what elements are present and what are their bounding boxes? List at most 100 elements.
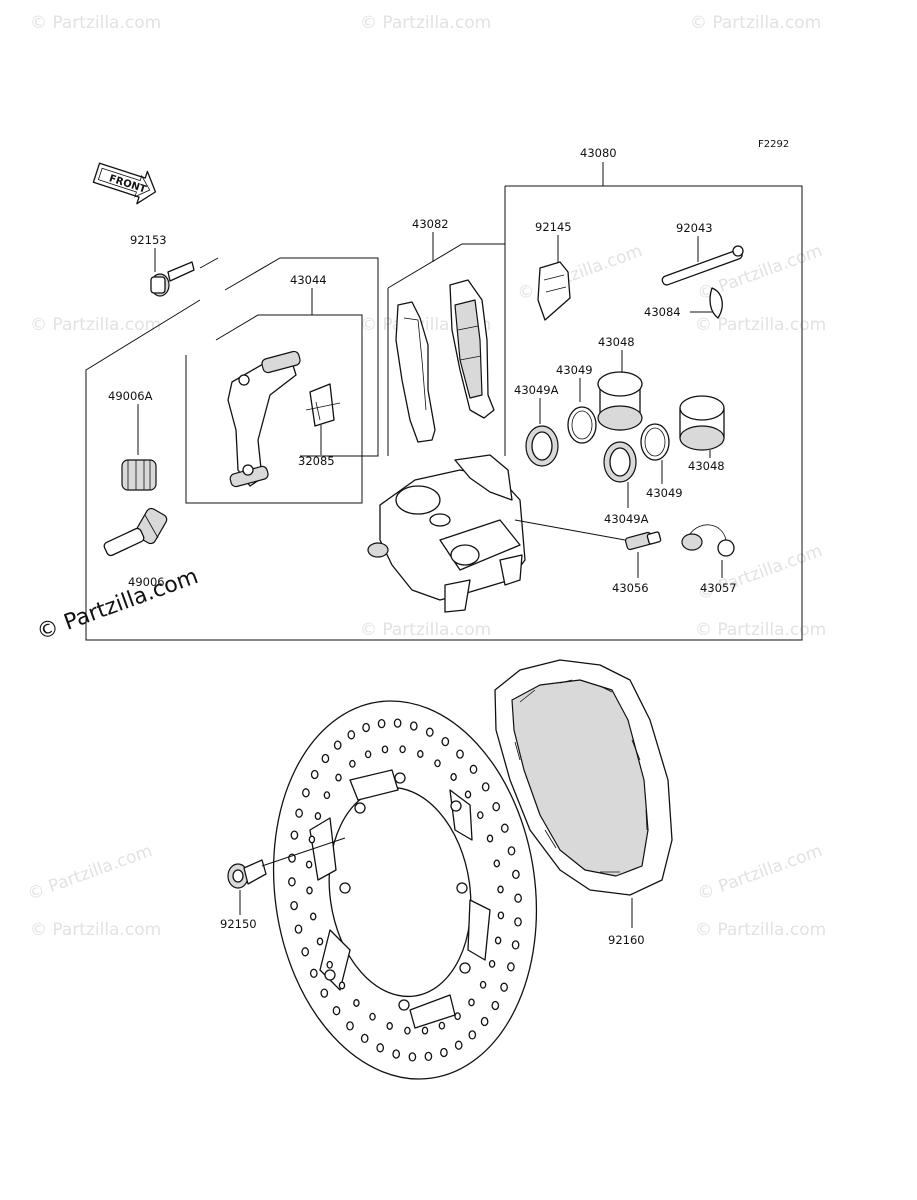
callout-43049A-bottom: 43049A: [604, 512, 649, 526]
vent-hole: [332, 1006, 341, 1016]
seal-43049-bottom-icon: [640, 423, 670, 461]
vent-hole: [408, 1052, 417, 1062]
vent-hole: [360, 1033, 369, 1044]
vent-hole: [309, 912, 317, 921]
vent-hole: [512, 869, 520, 880]
vent-hole: [497, 911, 505, 920]
callout-92160: 92160: [608, 933, 645, 947]
vent-hole: [497, 885, 504, 894]
watermark: © Partzilla.com: [360, 13, 491, 33]
vent-hole: [294, 924, 303, 934]
vent-hole: [468, 1030, 477, 1040]
vent-hole: [456, 749, 464, 759]
figure-code: F2292: [758, 139, 789, 150]
vent-hole: [362, 722, 370, 733]
vent-hole: [306, 886, 313, 895]
watermark-large: © Partzilla.com: [34, 564, 202, 646]
vent-hole: [310, 769, 319, 780]
vent-hole: [507, 846, 516, 856]
disc-bolt-92150-icon: [227, 859, 267, 889]
vent-hole: [479, 980, 487, 989]
vent-hole: [500, 823, 509, 833]
vent-hole: [399, 745, 406, 754]
callout-43056: 43056: [612, 581, 649, 595]
watermark: © Partzilla.com: [25, 841, 155, 905]
vent-hole: [369, 1012, 376, 1021]
vent-hole: [514, 917, 522, 927]
vent-hole: [333, 740, 342, 750]
watermark: © Partzilla.com: [695, 541, 825, 605]
vent-hole: [477, 811, 484, 820]
vent-hole: [417, 750, 424, 758]
watermark: © Partzilla.com: [30, 315, 161, 335]
vent-hole: [353, 999, 360, 1007]
disc-cover-92160-icon: [494, 659, 673, 896]
callout-92150: 92150: [220, 917, 257, 931]
vent-hole: [494, 936, 502, 945]
callout-32085: 32085: [298, 454, 335, 468]
clip-32085-icon: [305, 383, 341, 427]
vent-hole: [376, 1043, 385, 1053]
callout-43057: 43057: [700, 581, 737, 595]
vent-hole: [316, 937, 324, 946]
seal-43049-top-icon: [567, 406, 597, 444]
boot-49006A-icon: [121, 459, 157, 491]
watermark: © Partzilla.com: [695, 841, 825, 905]
brake-pad-right-icon: [449, 279, 495, 419]
vent-hole: [488, 959, 496, 968]
seal-43049A-bottom-icon: [603, 441, 637, 483]
vent-hole: [364, 750, 372, 759]
vent-hole: [440, 1047, 448, 1058]
callout-43080: 43080: [580, 146, 617, 160]
watermark: © Partzilla.com: [515, 241, 645, 305]
pin-49006-icon: [103, 507, 168, 557]
brake-pad-left-icon: [395, 301, 436, 443]
vent-hole: [514, 893, 522, 903]
vent-hole: [438, 1021, 446, 1030]
vent-hole: [434, 759, 441, 768]
vent-hole: [424, 1051, 433, 1062]
callout-43044: 43044: [290, 273, 327, 287]
vent-hole: [349, 759, 356, 768]
vent-hole: [486, 834, 494, 843]
vent-hole: [338, 981, 346, 990]
vent-hole: [305, 860, 313, 869]
pad-frame: [387, 232, 505, 456]
vent-hole: [454, 1012, 461, 1021]
vent-hole: [323, 791, 331, 800]
bracket-frame: [185, 257, 379, 504]
callout-43084: 43084: [644, 305, 681, 319]
pad-spring-92145-icon: [537, 261, 571, 321]
vent-hole: [309, 968, 318, 978]
callout-92153: 92153: [130, 233, 167, 247]
vent-hole: [481, 782, 490, 792]
caliper-assembly-frame: [85, 162, 803, 641]
vent-hole: [346, 1021, 354, 1031]
vent-hole: [308, 835, 316, 844]
callout-92145: 92145: [535, 220, 572, 234]
vent-hole: [393, 718, 402, 728]
watermark: © Partzilla.com: [360, 620, 491, 640]
vent-hole: [288, 877, 296, 887]
vent-hole: [507, 962, 515, 972]
vent-hole: [511, 940, 520, 950]
vent-hole: [377, 718, 386, 729]
callout-43049-bottom: 43049: [646, 486, 683, 500]
vent-hole: [404, 1026, 411, 1035]
front-arrow-icon: FRONT: [92, 162, 157, 205]
vent-hole: [290, 900, 298, 911]
seal-43049A-top-icon: [525, 425, 559, 467]
vent-hole: [491, 1000, 500, 1011]
vent-hole: [450, 773, 457, 781]
callout-49006A: 49006A: [108, 389, 153, 403]
vent-hole: [492, 802, 501, 812]
vent-hole: [290, 830, 299, 840]
callout-92043: 92043: [676, 221, 713, 235]
vent-hole: [381, 745, 389, 754]
vent-hole: [441, 736, 450, 747]
vent-hole: [386, 1022, 393, 1030]
watermark: © Partzilla.com: [30, 13, 161, 33]
disc-vent-holes: [288, 718, 522, 1062]
